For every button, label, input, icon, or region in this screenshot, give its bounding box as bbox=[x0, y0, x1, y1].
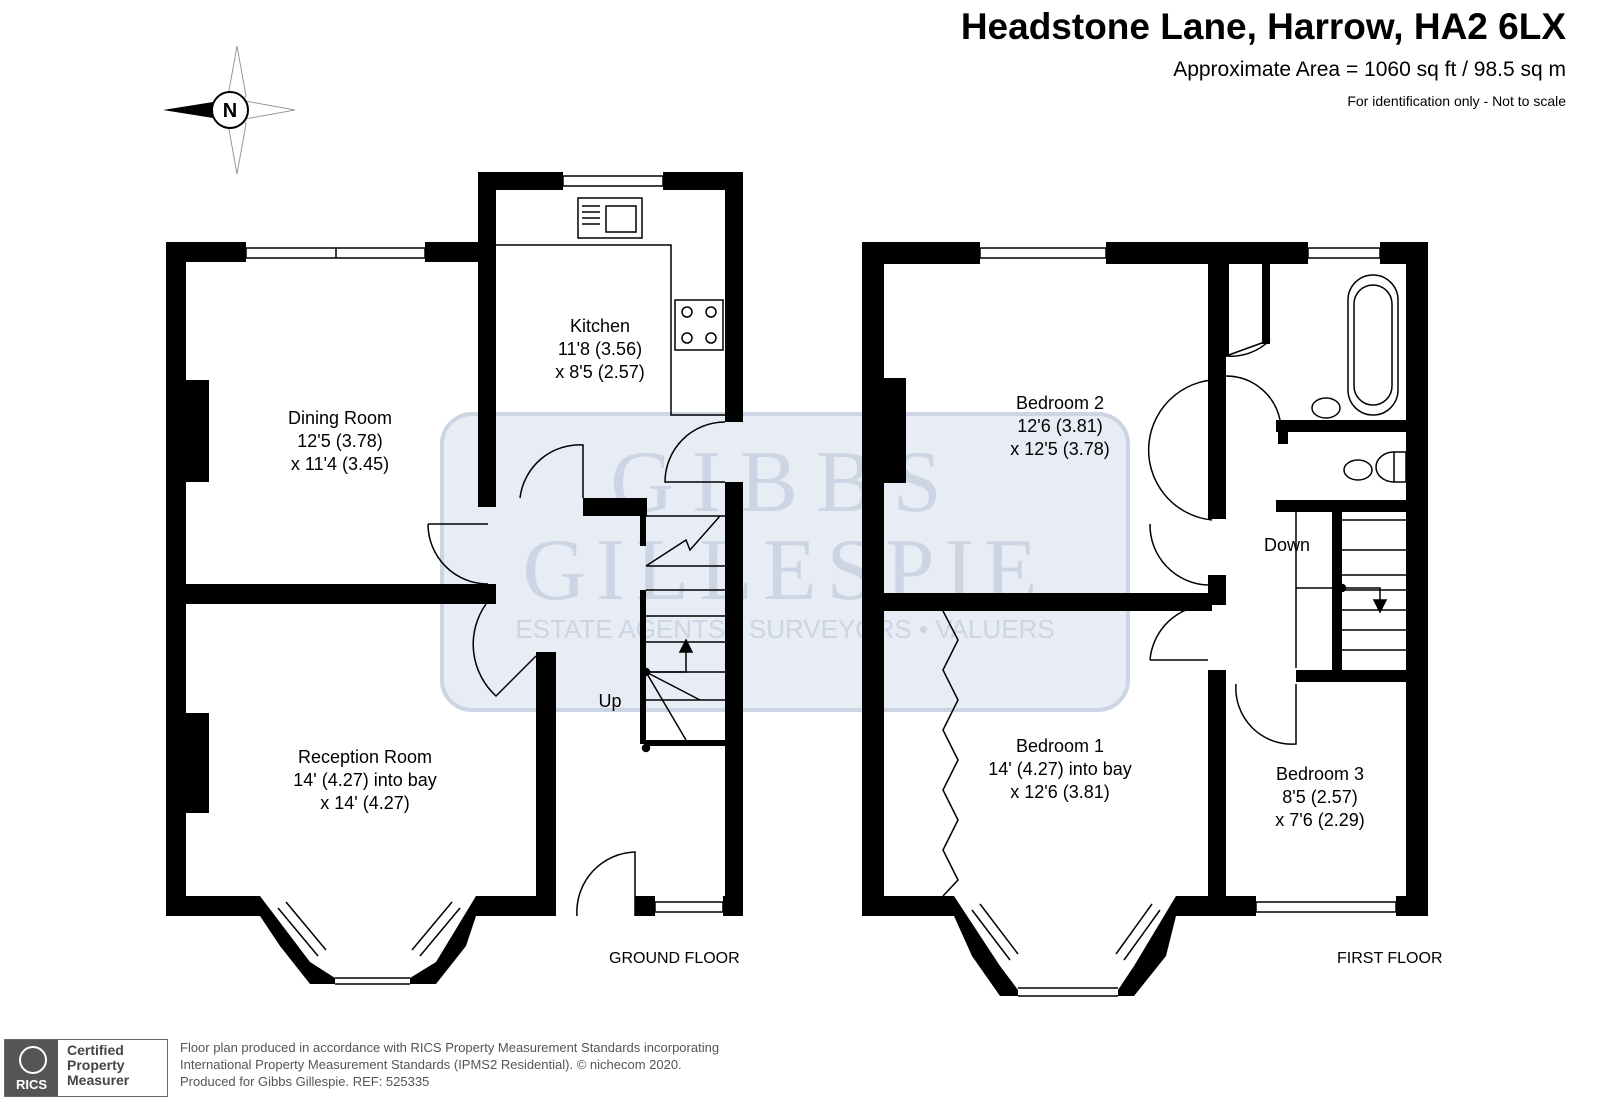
footer-line-3: Produced for Gibbs Gillespie. REF: 52533… bbox=[180, 1074, 430, 1089]
bedroom-1-label: Bedroom 1 14' (4.27) into bay x 12'6 (3.… bbox=[950, 735, 1170, 804]
bedroom-3-dim1: 8'5 (2.57) bbox=[1282, 787, 1358, 807]
reception-room-dim2: x 14' (4.27) bbox=[320, 793, 410, 813]
rics-logo: RICS bbox=[5, 1040, 58, 1096]
bedroom-1-dim1: 14' (4.27) into bay bbox=[988, 759, 1132, 779]
badge-line-3: Measurer bbox=[67, 1072, 130, 1088]
bedroom-2-dim2: x 12'5 (3.78) bbox=[1010, 439, 1110, 459]
first-floor-label: FIRST FLOOR bbox=[1337, 950, 1443, 967]
rics-logo-text: RICS bbox=[15, 1077, 48, 1092]
kitchen-label: Kitchen 11'8 (3.56) x 8'5 (2.57) bbox=[510, 315, 690, 384]
bedroom-2-label: Bedroom 2 12'6 (3.81) x 12'5 (3.78) bbox=[970, 392, 1150, 461]
rics-certified-badge: RICS Certified Property Measurer bbox=[4, 1039, 168, 1097]
stairs-up-label: Up bbox=[598, 691, 622, 711]
kitchen-fittings bbox=[496, 197, 725, 416]
first-floor-windows bbox=[971, 247, 1423, 997]
reception-room-name: Reception Room bbox=[297, 747, 433, 767]
bedroom-1-name: Bedroom 1 bbox=[1015, 736, 1105, 756]
footer-line-1: Floor plan produced in accordance with R… bbox=[180, 1040, 720, 1055]
bedroom-3-dim2: x 7'6 (2.29) bbox=[1275, 810, 1365, 830]
approximate-area: Approximate Area = 1060 sq ft / 98.5 sq … bbox=[1173, 58, 1566, 81]
kitchen-dim1: 11'8 (3.56) bbox=[557, 339, 643, 359]
ground-floor-walls bbox=[166, 172, 743, 984]
first-floor-fittings bbox=[942, 274, 1407, 897]
footer-disclaimer: Floor plan produced in accordance with R… bbox=[180, 1039, 719, 1090]
dining-room-dim1: 12'5 (3.78) bbox=[297, 431, 383, 451]
stairs-down-label: Down bbox=[1263, 535, 1311, 555]
reception-room-label: Reception Room 14' (4.27) into bay x 14'… bbox=[250, 746, 480, 815]
first-floor-walls bbox=[862, 242, 1428, 996]
bedroom-2-name: Bedroom 2 bbox=[1015, 393, 1105, 413]
bedroom-3-label: Bedroom 3 8'5 (2.57) x 7'6 (2.29) bbox=[1240, 763, 1400, 832]
badge-text: Certified Property Measurer bbox=[67, 1043, 129, 1088]
reception-room-dim1: 14' (4.27) into bay bbox=[293, 770, 437, 790]
ground-floor-label: GROUND FLOOR bbox=[609, 950, 740, 967]
bedroom-1-dim2: x 12'6 (3.81) bbox=[1010, 782, 1110, 802]
kitchen-name: Kitchen bbox=[569, 316, 631, 336]
dining-room-dim2: x 11'4 (3.45) bbox=[290, 454, 390, 474]
footer-line-2: International Property Measurement Stand… bbox=[180, 1057, 682, 1072]
dining-room-label: Dining Room 12'5 (3.78) x 11'4 (3.45) bbox=[240, 407, 440, 476]
ground-floor-doors-stairs bbox=[427, 421, 726, 917]
rics-lion-icon bbox=[19, 1046, 47, 1074]
badge-line-1: Certified bbox=[67, 1042, 124, 1058]
bedroom-3-name: Bedroom 3 bbox=[1275, 764, 1365, 784]
kitchen-dim2: x 8'5 (2.57) bbox=[555, 362, 645, 382]
badge-line-2: Property bbox=[67, 1057, 125, 1073]
dining-room-name: Dining Room bbox=[287, 408, 393, 428]
north-compass-icon: N bbox=[163, 45, 296, 175]
watermark-line-3: ESTATE AGENTS • SURVEYORS • VALUERS bbox=[515, 614, 1055, 644]
compass-letter: N bbox=[223, 100, 237, 122]
property-title: Headstone Lane, Harrow, HA2 6LX bbox=[960, 6, 1566, 47]
bedroom-2-dim1: 12'6 (3.81) bbox=[1017, 416, 1103, 436]
ground-floor-windows bbox=[245, 175, 724, 985]
identification-note: For identification only - Not to scale bbox=[1347, 93, 1566, 109]
